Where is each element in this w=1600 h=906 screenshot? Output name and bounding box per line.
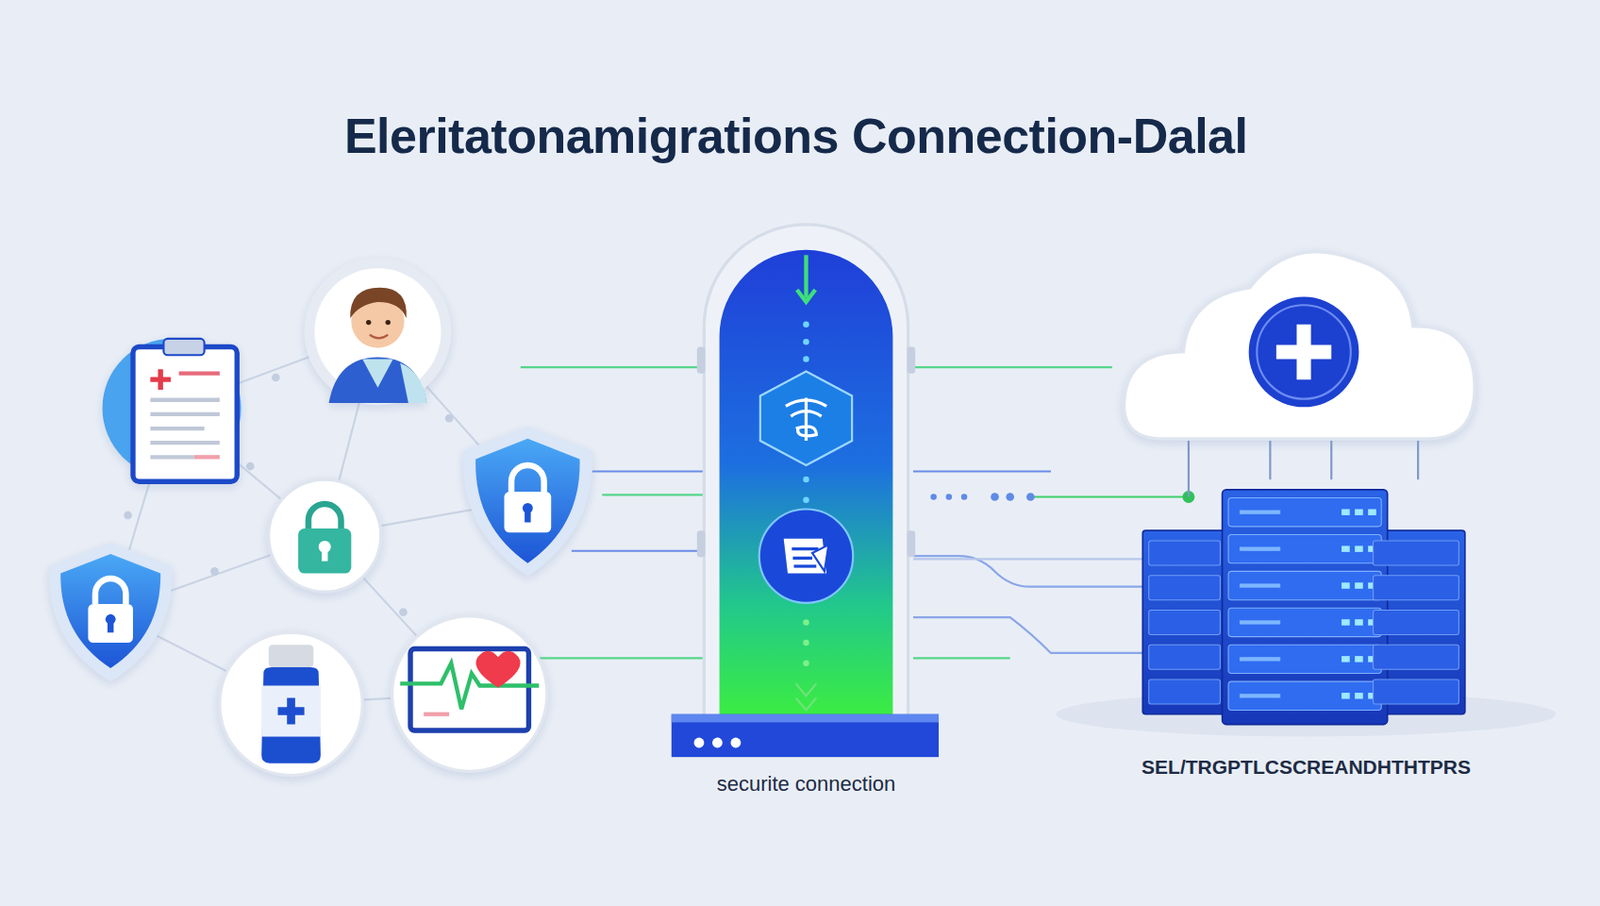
protocol-label: SEL/TRGPTLCSCREANDHTHTPRS [1141, 755, 1471, 779]
cloud-icon [1124, 251, 1476, 439]
shield-lock-icon [463, 426, 593, 577]
medicine-bottle-icon [219, 632, 363, 775]
shield-lock-icon [49, 542, 172, 682]
server-stack [1055, 489, 1556, 737]
clipboard-icon [102, 338, 242, 482]
title: Eleritatonamigrations Connection-Dalal [344, 107, 1249, 165]
doctor-avatar [304, 258, 452, 406]
padlock-icon [268, 479, 382, 592]
heart-monitor-icon [392, 616, 548, 771]
security-gateway [671, 224, 939, 757]
cloud-links [1188, 440, 1418, 497]
data-dots [930, 490, 1195, 503]
gateway-caption: securite connection [716, 771, 897, 797]
